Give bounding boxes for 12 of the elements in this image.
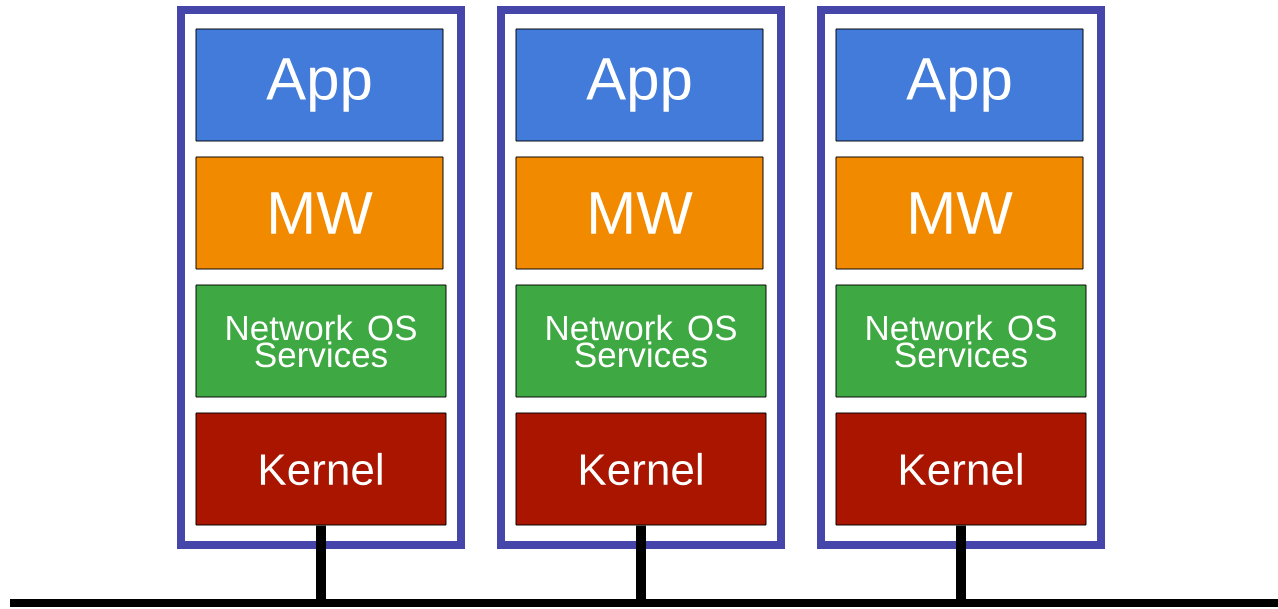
network-services-box: Network OS Services bbox=[195, 284, 447, 398]
kernel-layer-box: Kernel bbox=[515, 412, 767, 526]
middleware-layer-box: MW bbox=[195, 156, 444, 270]
kernel-layer-box: Kernel bbox=[195, 412, 447, 526]
app-layer-box: App bbox=[835, 28, 1084, 142]
middleware-layer-box: MW bbox=[515, 156, 764, 270]
kernel-layer-box: Kernel bbox=[835, 412, 1087, 526]
network-services-box: Network OS Services bbox=[515, 284, 767, 398]
app-layer-box: App bbox=[195, 28, 444, 142]
network-services-box: Network OS Services bbox=[835, 284, 1087, 398]
app-layer-box: App bbox=[515, 28, 764, 142]
middleware-layer-box: MW bbox=[835, 156, 1084, 270]
